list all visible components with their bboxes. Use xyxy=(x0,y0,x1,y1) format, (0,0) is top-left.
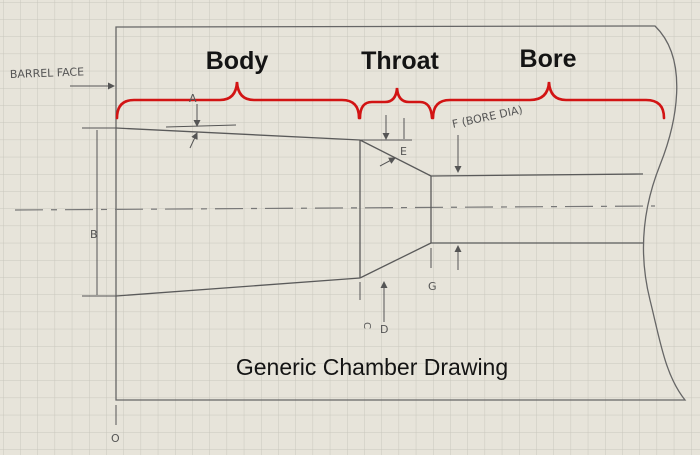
barrel-outline xyxy=(115,25,687,401)
barrel-face-note: BARREL FACE xyxy=(10,65,85,81)
origin-o-label: O xyxy=(111,432,120,445)
dim-a-label: A xyxy=(189,92,197,105)
bore-label: Bore xyxy=(520,45,577,73)
dim-e-label: E xyxy=(400,145,407,158)
body-bracket xyxy=(115,81,361,120)
dim-b-label: B xyxy=(90,228,98,241)
centerline xyxy=(14,205,656,211)
dimension-marks xyxy=(70,82,462,425)
dim-g-label: G xyxy=(428,280,437,293)
dim-c-label: C xyxy=(361,322,372,329)
chamber-profile xyxy=(115,127,644,297)
throat-bracket xyxy=(358,87,434,120)
dim-d-label: D xyxy=(380,323,388,336)
throat-label: Throat xyxy=(361,47,439,75)
diagram-caption: Generic Chamber Drawing xyxy=(236,354,508,380)
bore-bracket xyxy=(431,81,666,120)
section-brackets xyxy=(115,81,666,120)
body-label: Body xyxy=(206,47,269,75)
